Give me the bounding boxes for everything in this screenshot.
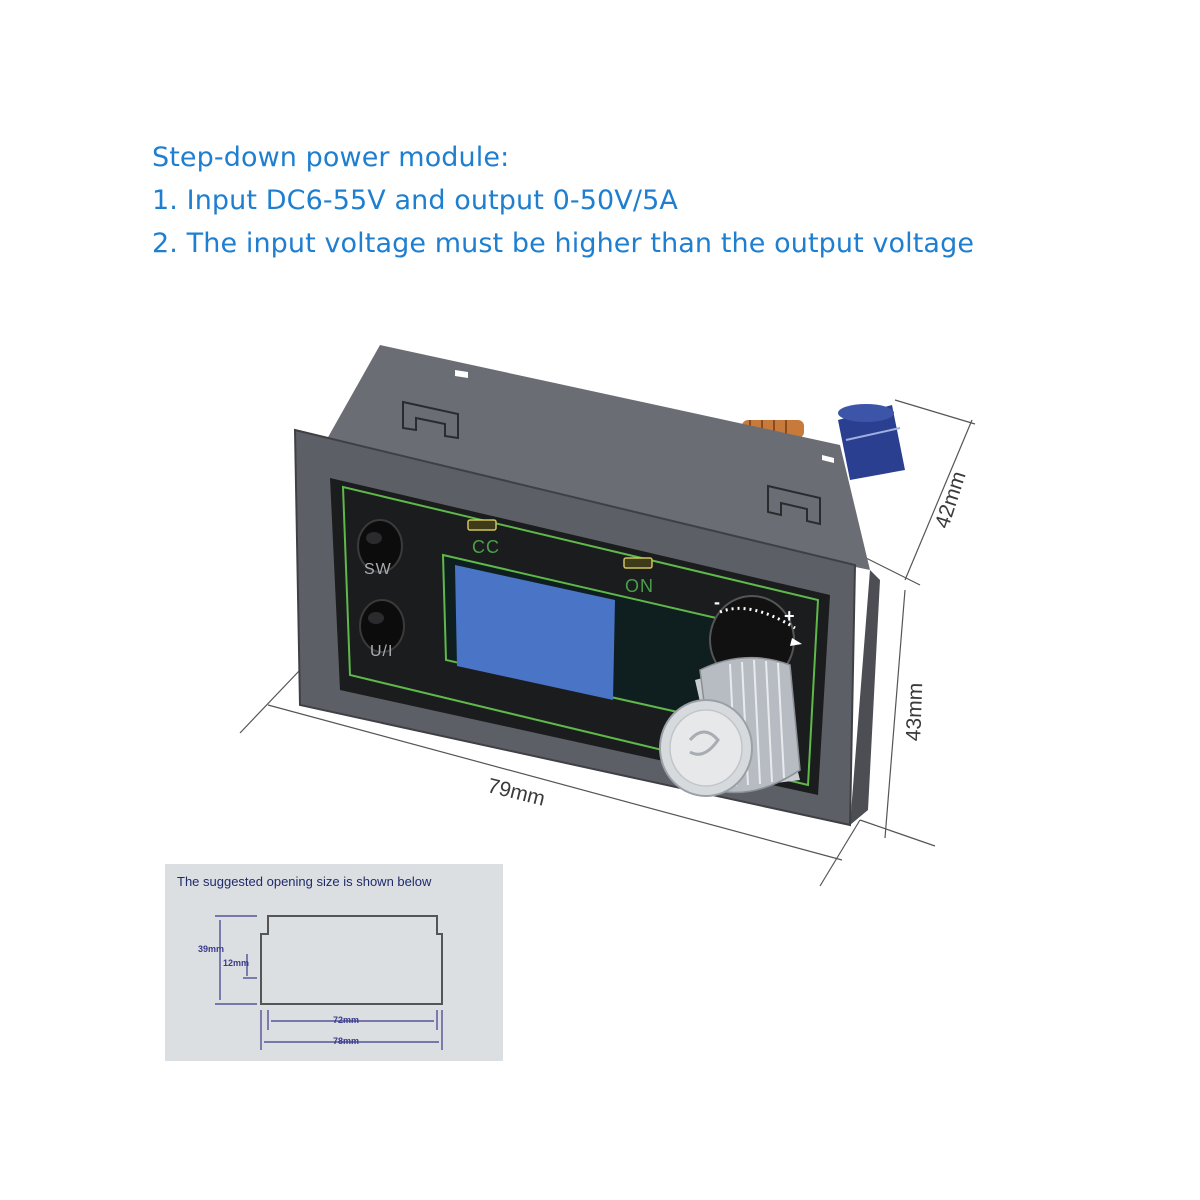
ui-button[interactable] [359,599,405,653]
on-label: ON [625,576,654,596]
encoder-knob[interactable] [659,595,801,797]
opening-width-outer-label: 78mm [333,1036,360,1046]
opening-width-inner-label: 72mm [333,1015,360,1025]
knob-arc [719,606,796,630]
opening-outline [215,915,443,1050]
width-dimension-line [267,704,843,861]
opening-height-inner-label: 12mm [223,958,250,968]
opening-size-diagram: The suggested opening size is shown belo… [165,864,503,1061]
on-led [623,557,653,569]
height-bottom-dimension-label: 43mm [902,682,928,742]
opening-height-outer-label: 39mm [198,944,225,954]
knob-minus-label: - [714,592,721,612]
dimension-lines [239,399,976,887]
knob-plus-label: + [784,606,796,626]
lcd-screen [455,565,615,700]
cc-led [467,519,497,531]
sw-label: SW [364,561,392,578]
heading-line-1: Step-down power module: [152,142,510,173]
sw-button[interactable] [357,519,403,573]
height-bottom-dimension-line [884,589,906,839]
housing-top [318,345,870,570]
housing-side [850,570,880,825]
cc-label: CC [472,537,500,557]
green-frame [341,485,820,787]
heading-line-2: 1. Input DC6-55V and output 0-50V/5A [152,185,678,216]
heading-line-3: 2. The input voltage must be higher than… [152,228,975,259]
heading: Step-down power module: 1. Input DC6-55V… [152,136,974,265]
ui-label: U/I [370,643,394,660]
capacitor [838,404,905,480]
opening-caption: The suggested opening size is shown belo… [177,874,432,889]
height-top-dimension-line [904,419,973,581]
knob-arrow-icon [790,638,802,646]
